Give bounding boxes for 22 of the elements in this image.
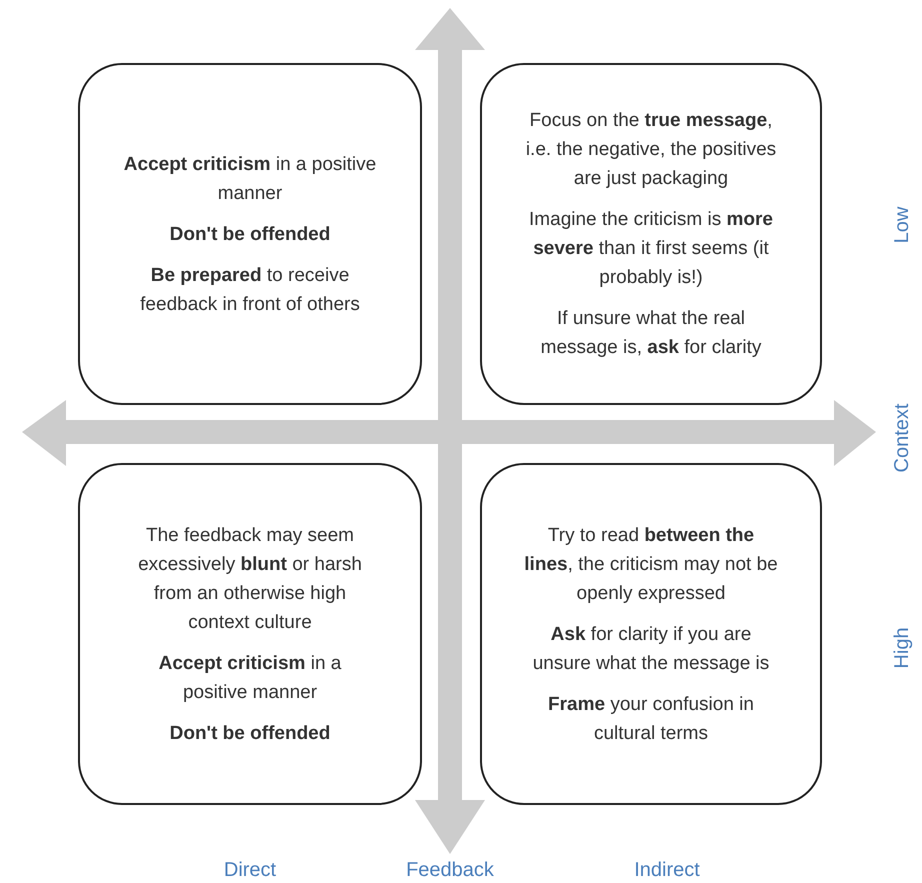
axis-label: Direct (224, 858, 276, 882)
axis-label: Context (890, 404, 914, 472)
advice-text: Focus on the true message, i.e. the negative, the positives are just packaging (524, 109, 778, 191)
advice-text: The feedback may seem excessively blunt or harsh from an otherwise high context culture (137, 524, 363, 634)
advice-text: Don't be offended (170, 222, 330, 246)
advice-text: Frame your confusion in cultural terms (547, 692, 755, 746)
quadrant-box (480, 463, 822, 805)
axis-label: Indirect (634, 858, 700, 882)
quadrant-box (78, 63, 422, 405)
axis-label: Low (890, 206, 914, 244)
axis-label: High (890, 627, 914, 669)
advice-text: Ask for clarity if you are unsure what the message is (532, 622, 770, 676)
advice-text: Imagine the criticism is more severe than it first seems (it probably is!) (528, 208, 774, 290)
quadrant-box (78, 463, 422, 805)
advice-text: Be prepared to receive feedback in front of others (139, 264, 361, 316)
advice-text: Don't be offended (170, 722, 330, 746)
axis-label: Feedback (406, 858, 494, 882)
advice-text: If unsure what the real message is, ask for clarity (540, 307, 762, 360)
advice-text: Accept criticism in a positive manner (158, 652, 342, 704)
quadrant-box (480, 63, 822, 405)
advice-text: Accept criticism in a positive manner (122, 152, 378, 206)
advice-text: Try to read between the lines, the criticism may not be openly expressed (523, 524, 779, 606)
